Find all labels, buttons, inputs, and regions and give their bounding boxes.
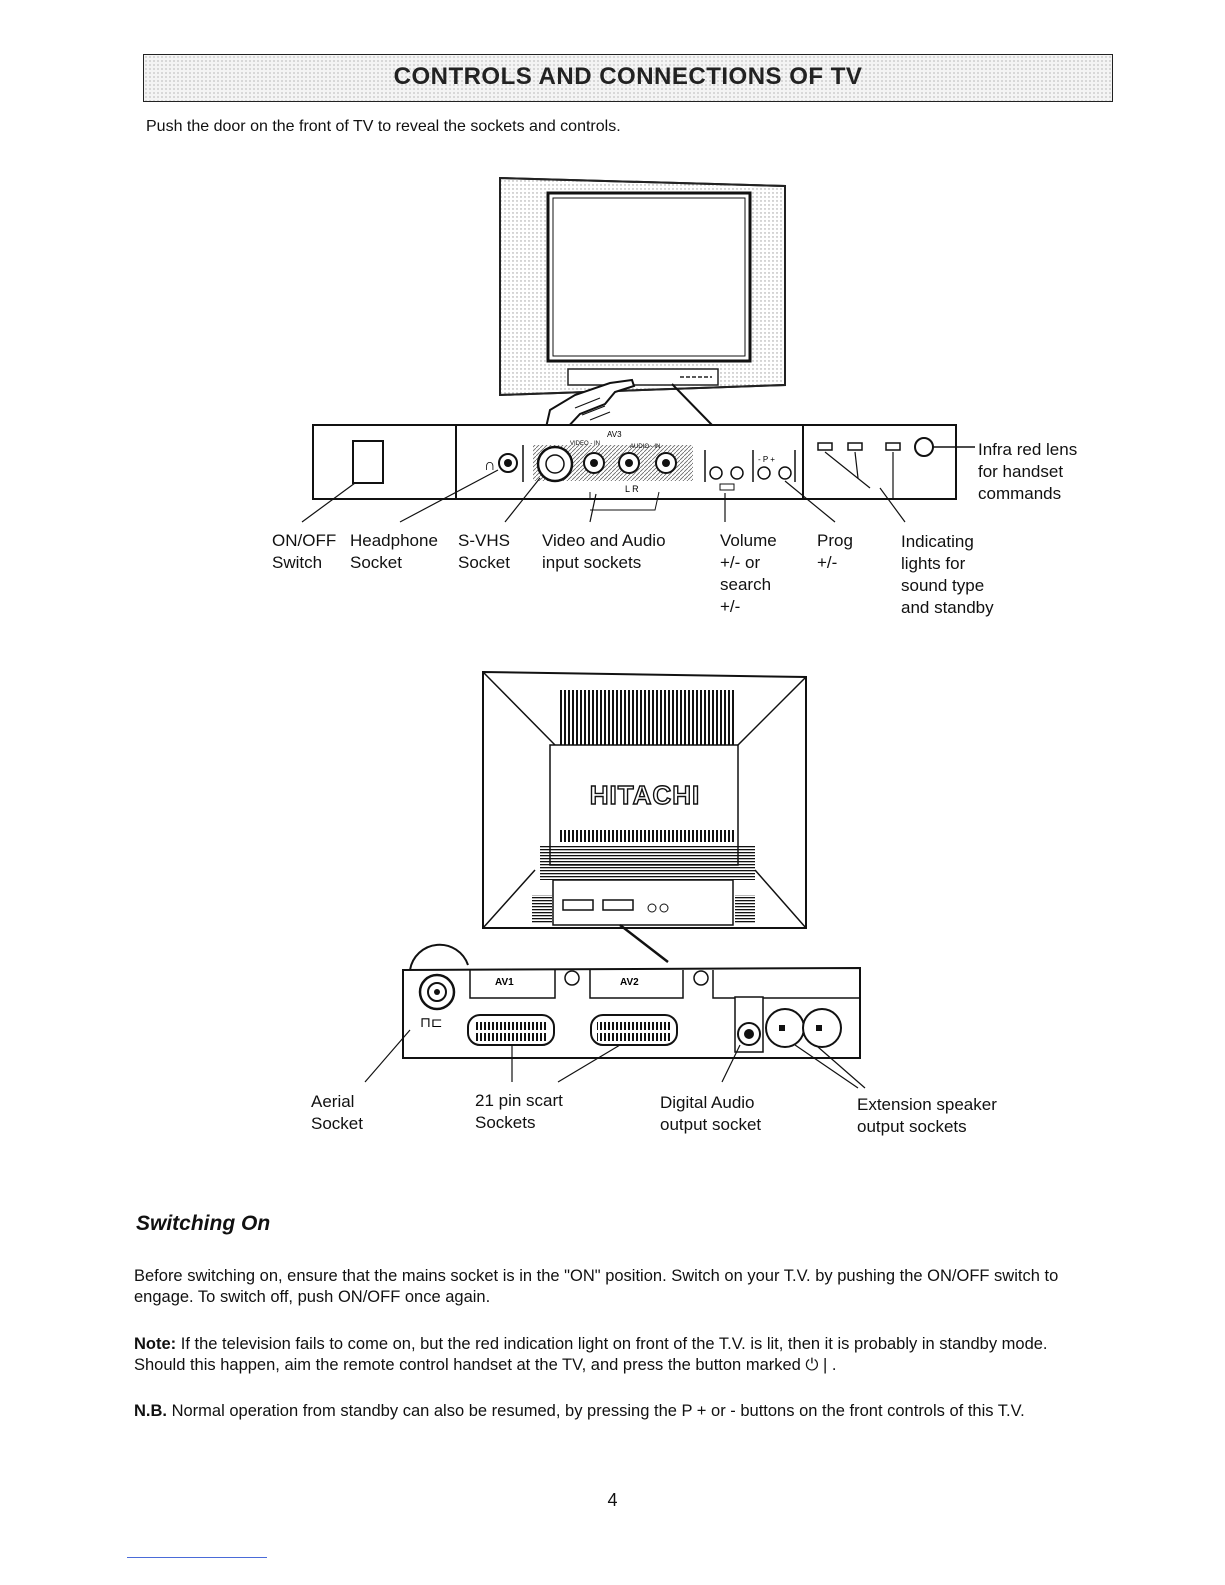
svg-text:∩: ∩ <box>484 457 496 474</box>
headphone-socket-label: Headphone Socket <box>350 531 438 572</box>
note-label: Note: <box>134 1335 177 1353</box>
infra-red-lens <box>914 437 934 457</box>
nb-text: Normal operation from standby can also b… <box>167 1402 1025 1420</box>
indicator-light <box>847 442 863 451</box>
intro-text: Push the door on the front of TV to reve… <box>146 118 621 135</box>
switching-on-paragraph: Before switching on, ensure that the mai… <box>134 1267 1059 1306</box>
infra-red-label: Infra red lens for handset commands <box>978 440 1078 503</box>
prog-plus-button <box>778 466 792 480</box>
extension-speaker-label: Extension speaker output sockets <box>857 1095 997 1136</box>
tv-rear-illustration: HITACHI <box>482 670 807 963</box>
svg-text:AV2: AV2 <box>620 977 639 988</box>
digital-audio-label: Digital Audio output socket <box>660 1093 762 1134</box>
svg-text:⊓⊏: ⊓⊏ <box>420 1014 443 1030</box>
rear-connections-diagram: HITACHI ⊓⊏ AV1 AV2 <box>364 670 866 1089</box>
indicating-lights-label: Indicating lights for sound type and sta… <box>901 532 994 617</box>
svg-text:AUDIO - IN: AUDIO - IN <box>630 444 660 450</box>
nb-label: N.B. <box>134 1402 167 1420</box>
svg-text:AV3: AV3 <box>607 430 622 439</box>
aerial-socket-label: Aerial Socket <box>311 1092 363 1133</box>
volume-label: Volume +/- or search +/- <box>720 531 777 616</box>
scart-sockets-label: 21 pin scart Sockets <box>475 1091 563 1132</box>
svg-text:AV1: AV1 <box>495 977 514 988</box>
front-controls-diagram: ∩ AV3 VIDEO - IN AUDIO - IN L R <box>301 176 975 523</box>
tv-front-illustration <box>499 176 786 434</box>
section-header-bar: CONTROLS AND CONNECTIONS OF TV <box>143 54 1113 102</box>
front-leader-lines <box>301 451 906 523</box>
footer-rule <box>127 1557 267 1558</box>
switching-on-heading: Switching On <box>136 1212 271 1235</box>
video-audio-label: Video and Audio input sockets <box>542 531 666 572</box>
volume-minus-button <box>709 466 723 480</box>
svg-text:- P +: - P + <box>758 455 775 464</box>
on-off-switch <box>352 440 384 484</box>
front-control-panel: ∩ AV3 VIDEO - IN AUDIO - IN L R <box>312 424 975 511</box>
indicator-light <box>817 442 833 451</box>
svg-text:VIDEO - IN: VIDEO - IN <box>570 441 600 447</box>
s-vhs-socket-label: S-VHS Socket <box>458 531 510 572</box>
page-number: 4 <box>607 1490 618 1510</box>
volume-plus-button <box>730 466 744 480</box>
on-off-switch-label: ON/OFF Switch <box>272 531 337 572</box>
standby-light <box>885 442 901 451</box>
svg-text:L R: L R <box>625 484 639 494</box>
prog-label: Prog +/- <box>817 531 853 572</box>
prog-minus-button <box>757 466 771 480</box>
section-title: CONTROLS AND CONNECTIONS OF TV <box>393 63 863 90</box>
brand-logo: HITACHI <box>590 780 701 810</box>
s-vhs-socket <box>536 445 574 483</box>
nb-paragraph: N.B. Normal operation from standby can a… <box>134 1401 1102 1422</box>
note-paragraph: Note: If the television fails to come on… <box>134 1334 1102 1376</box>
note-text: If the television fails to come on, but … <box>134 1335 1048 1374</box>
rear-leader-lines <box>364 1029 866 1089</box>
rear-connection-panel: ⊓⊏ AV1 AV2 <box>402 943 861 1059</box>
